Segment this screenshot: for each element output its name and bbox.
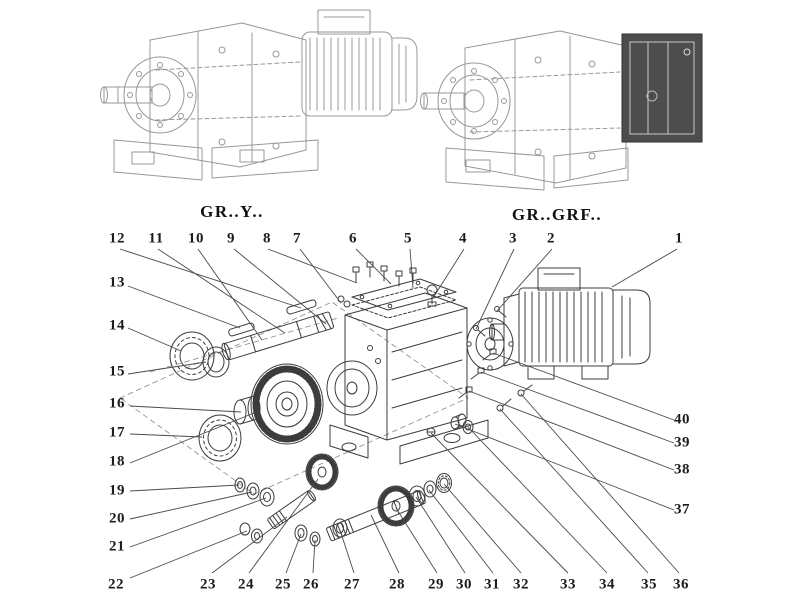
callout-9: 9 xyxy=(227,230,235,247)
callout-38: 38 xyxy=(674,461,690,478)
callout-24: 24 xyxy=(238,576,254,593)
motor-adapter-flange xyxy=(466,317,514,371)
callout-25: 25 xyxy=(275,576,291,593)
callout-22: 22 xyxy=(108,576,124,593)
callout-40: 40 xyxy=(674,411,690,428)
adapter-fasteners xyxy=(473,306,507,337)
washer-set-lower xyxy=(239,522,263,544)
callout-28: 28 xyxy=(389,576,405,593)
cover-bolts xyxy=(337,261,417,308)
inspection-cover xyxy=(351,278,457,319)
callout-21: 21 xyxy=(109,538,125,555)
callout-30: 30 xyxy=(456,576,472,593)
output-shaft xyxy=(221,299,334,361)
callout-4: 4 xyxy=(459,230,467,247)
variant-label-gr-y: GR..Y.. xyxy=(200,202,264,221)
assembly-axis-lines xyxy=(119,301,469,495)
callout-12: 12 xyxy=(109,230,125,247)
callout-8: 8 xyxy=(263,230,271,247)
oil-seal xyxy=(202,346,230,378)
intermediate-pinion-shaft xyxy=(267,490,316,529)
callout-10: 10 xyxy=(188,230,204,247)
assembled-view-gr-y xyxy=(100,9,418,181)
callout-26: 26 xyxy=(303,576,319,593)
leader-lines xyxy=(119,248,680,579)
callout-20: 20 xyxy=(109,510,125,527)
callout-36: 36 xyxy=(673,576,689,593)
output-gear xyxy=(250,363,324,445)
housing-small-parts xyxy=(426,384,533,437)
gearbox-housing xyxy=(326,292,489,465)
callout-19: 19 xyxy=(109,482,125,499)
output-bearing xyxy=(169,331,215,381)
callout-6: 6 xyxy=(349,230,357,247)
eyebolt xyxy=(426,284,438,307)
callout-5: 5 xyxy=(404,230,412,247)
callout-3: 3 xyxy=(509,230,517,247)
callout-18: 18 xyxy=(109,453,125,470)
assembled-view-gr-grf xyxy=(420,30,629,191)
exploded-view xyxy=(119,261,651,547)
callout-13: 13 xyxy=(109,274,125,291)
callout-23: 23 xyxy=(200,576,216,593)
electric-motor xyxy=(489,267,651,380)
input-shaft-rings xyxy=(408,473,452,507)
callout-31: 31 xyxy=(484,576,500,593)
variant-label-gr-grf: GR..GRF.. xyxy=(511,205,603,224)
adapter-bolts xyxy=(458,348,497,399)
callout-32: 32 xyxy=(513,576,529,593)
callout-1: 1 xyxy=(675,230,683,247)
callout-35: 35 xyxy=(641,576,657,593)
intermediate-gear xyxy=(305,453,339,491)
callout-29: 29 xyxy=(428,576,444,593)
callout-37: 37 xyxy=(674,501,690,518)
intermediate-bearing xyxy=(198,414,242,462)
callout-14: 14 xyxy=(109,317,125,334)
callout-17: 17 xyxy=(109,424,125,441)
callout-33: 33 xyxy=(560,576,576,593)
washer-set-upper xyxy=(234,477,275,507)
callout-7: 7 xyxy=(293,230,301,247)
callout-16: 16 xyxy=(109,395,125,412)
grf-input-cover xyxy=(621,33,703,143)
input-gear xyxy=(377,485,415,527)
callout-11: 11 xyxy=(148,230,164,247)
callout-34: 34 xyxy=(599,576,615,593)
callout-27: 27 xyxy=(344,576,360,593)
callout-2: 2 xyxy=(547,230,555,247)
callout-39: 39 xyxy=(674,434,690,451)
callout-15: 15 xyxy=(109,363,125,380)
